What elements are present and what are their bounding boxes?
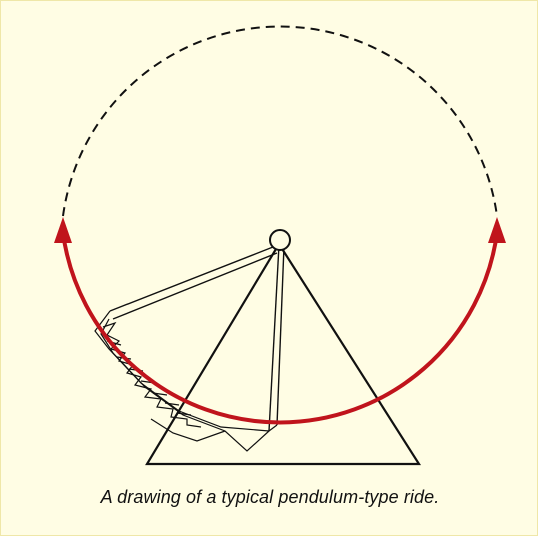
pendulum-ride-diagram (54, 25, 506, 466)
dashed-swing-arc (62, 25, 498, 217)
arrow-up-icon (488, 217, 506, 243)
arrow-up-icon (54, 217, 72, 243)
figure-caption: A drawing of a typical pendulum-type rid… (100, 487, 440, 507)
swing-motion-path (61, 232, 499, 425)
gondola (94, 310, 278, 452)
support-frame (145, 241, 422, 466)
pendulum-arm (109, 244, 285, 432)
pivot-icon (269, 229, 291, 251)
